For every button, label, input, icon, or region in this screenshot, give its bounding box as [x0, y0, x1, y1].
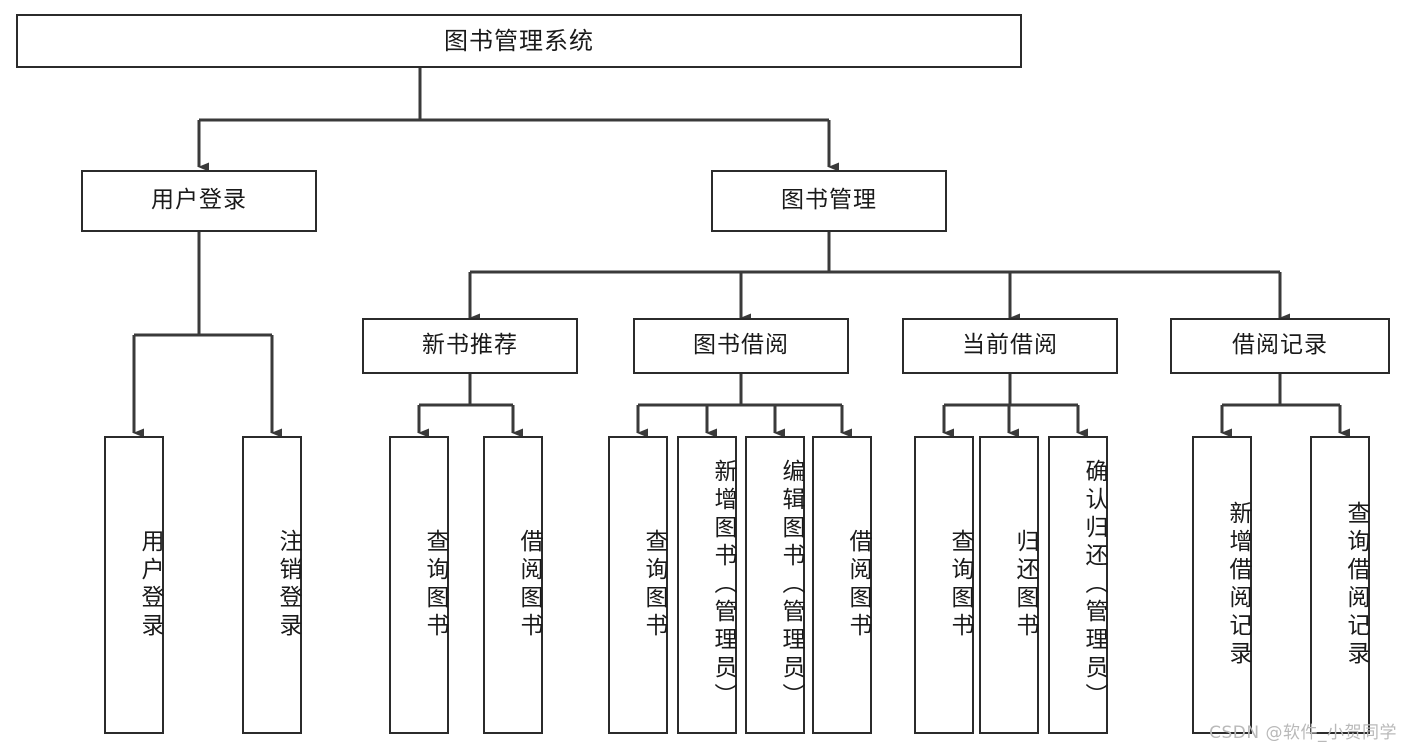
node-leaf-user-login-label: 用户登录: [137, 529, 163, 641]
node-leaf-edit-book-label: 编辑图书（管理员）: [778, 459, 804, 711]
node-new-book-recommend-label: 新书推荐: [422, 332, 518, 359]
node-current-borrow[interactable]: 当前借阅: [902, 318, 1118, 374]
node-leaf-edit-book[interactable]: 编辑图书（管理员）: [745, 436, 805, 734]
node-leaf-add-borrow-record[interactable]: 新增借阅记录: [1192, 436, 1252, 734]
node-leaf-borrow-book-2[interactable]: 借阅图书: [812, 436, 872, 734]
node-leaf-borrow-book-1-label: 借阅图书: [516, 529, 542, 641]
node-leaf-logout-login[interactable]: 注销登录: [242, 436, 302, 734]
node-borrow-record-label: 借阅记录: [1232, 332, 1328, 359]
node-leaf-logout-login-label: 注销登录: [275, 529, 301, 641]
node-current-borrow-label: 当前借阅: [962, 332, 1058, 359]
node-root[interactable]: 图书管理系统: [16, 14, 1022, 68]
node-leaf-add-borrow-record-label: 新增借阅记录: [1225, 501, 1251, 669]
node-leaf-query-book-3[interactable]: 查询图书: [914, 436, 974, 734]
node-leaf-query-borrow-record[interactable]: 查询借阅记录: [1310, 436, 1370, 734]
node-book-management-label: 图书管理: [781, 187, 877, 214]
node-leaf-query-book-2-label: 查询图书: [641, 529, 667, 641]
node-user-login-label: 用户登录: [151, 187, 247, 214]
node-leaf-add-book-label: 新增图书（管理员）: [710, 459, 736, 711]
node-leaf-confirm-return[interactable]: 确认归还（管理员）: [1048, 436, 1108, 734]
node-leaf-add-book[interactable]: 新增图书（管理员）: [677, 436, 737, 734]
node-leaf-return-book[interactable]: 归还图书: [979, 436, 1039, 734]
node-user-login[interactable]: 用户登录: [81, 170, 317, 232]
node-leaf-query-book-2[interactable]: 查询图书: [608, 436, 668, 734]
node-leaf-borrow-book-1[interactable]: 借阅图书: [483, 436, 543, 734]
node-leaf-query-borrow-record-label: 查询借阅记录: [1343, 501, 1369, 669]
node-leaf-query-book-3-label: 查询图书: [947, 529, 973, 641]
node-leaf-query-book-1[interactable]: 查询图书: [389, 436, 449, 734]
node-leaf-user-login[interactable]: 用户登录: [104, 436, 164, 734]
node-book-borrow[interactable]: 图书借阅: [633, 318, 849, 374]
node-new-book-recommend[interactable]: 新书推荐: [362, 318, 578, 374]
node-leaf-confirm-return-label: 确认归还（管理员）: [1081, 459, 1107, 711]
csdn-watermark: CSDN @软件_小贺同学: [1209, 723, 1397, 743]
node-leaf-return-book-label: 归还图书: [1012, 529, 1038, 641]
node-book-borrow-label: 图书借阅: [693, 332, 789, 359]
node-root-label: 图书管理系统: [444, 26, 594, 55]
node-borrow-record[interactable]: 借阅记录: [1170, 318, 1390, 374]
node-leaf-query-book-1-label: 查询图书: [422, 529, 448, 641]
node-book-management[interactable]: 图书管理: [711, 170, 947, 232]
node-leaf-borrow-book-2-label: 借阅图书: [845, 529, 871, 641]
